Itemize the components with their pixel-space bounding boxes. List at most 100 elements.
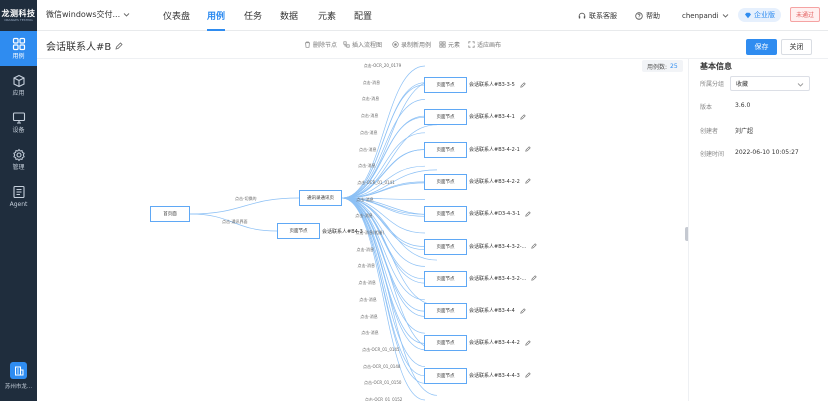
flow-node-page[interactable]: 页面节点 (424, 173, 467, 190)
leaf-case-name: 会话联系人#B3-4-2-2 (469, 178, 520, 185)
leaf-case-label[interactable]: 会话联系人#B3-4-2-2 (469, 178, 531, 185)
support-label: 联系客服 (589, 11, 617, 20)
help-label: 帮助 (646, 11, 660, 20)
edit-icon[interactable] (520, 307, 526, 314)
support-link[interactable]: 联系客服 (578, 0, 617, 31)
org-building-icon[interactable] (10, 362, 27, 379)
sidebar-item-manage[interactable]: 管理 (0, 142, 37, 177)
edit-icon[interactable] (525, 146, 531, 152)
sidebar-item-apps[interactable]: 应用 (0, 68, 37, 103)
edition-badge[interactable]: 企业版 (738, 8, 781, 22)
flow-node-page[interactable]: 页面节点 (424, 367, 467, 384)
edit-icon[interactable] (525, 178, 531, 185)
flow-edge (341, 197, 426, 284)
menu-cases[interactable]: 用例 (207, 0, 226, 31)
leaf-case-label[interactable]: 会话联系人#B3-4-3-2-... (469, 275, 538, 282)
leaf-case-label[interactable]: 会话联系人#B3-4-4-2 (469, 339, 531, 346)
leaf-case-label[interactable]: 会话联系人#B3-3-5 (469, 81, 526, 88)
flow-edge (341, 84, 425, 199)
flow-node-root[interactable]: 首页面 (150, 206, 190, 222)
mid-leaf-label[interactable]: 会话联系人#B4-3 (322, 229, 363, 235)
flow-edge (341, 197, 426, 384)
help-icon (635, 11, 643, 20)
group-label: 所属分组 (700, 81, 725, 88)
sidebar-item-cases[interactable]: 用例 (0, 31, 37, 66)
trash-icon (305, 41, 310, 48)
flow-edge (341, 116, 425, 199)
leaf-case-name: 会话联系人#B3-4-4 (469, 308, 515, 315)
delete-node-tool[interactable]: 删除节点 (304, 40, 337, 49)
edit-icon[interactable] (531, 243, 538, 249)
leaf-case-label[interactable]: 会话联系人#B3-4-4 (469, 307, 526, 314)
flow-canvas[interactable]: 用例数: 25 首页面 通讯录通讯页 页面节点 点击-切换的 点击-通讯界面 会… (37, 59, 688, 401)
leaf-case-label[interactable]: 会话联系人#B3-4-2-1 (469, 146, 531, 153)
flow-edge (341, 197, 425, 312)
chevron-down-icon (722, 14, 728, 18)
flow-node-page[interactable]: 页面节点 (424, 335, 467, 352)
grid-icon (12, 37, 25, 51)
sidebar-item-devices[interactable]: 设备 (0, 105, 37, 140)
flow-insert-icon (343, 41, 350, 48)
record-case-tool[interactable]: 录制新用例 (392, 40, 431, 49)
leaf-case-label[interactable]: 会话联系人#B3-4-3-2-... (469, 243, 538, 250)
menu-config[interactable]: 配置 (354, 12, 373, 22)
edit-icon[interactable] (531, 275, 538, 281)
tool-label: 删除节点 (313, 42, 338, 49)
flow-node-page[interactable]: 页面节点 (424, 141, 467, 158)
edge-label: 点击-消息 (360, 313, 378, 319)
edge-label: 点击-消息 (356, 196, 374, 202)
menu-dashboard[interactable]: 仪表盘 (163, 12, 191, 22)
flow-edge (341, 197, 426, 401)
org-name[interactable]: 苏州市龙... (4, 384, 33, 390)
leaf-case-label[interactable]: 会话联系人#B3-4-1 (469, 113, 526, 120)
edit-icon[interactable] (115, 41, 123, 50)
project-selector[interactable]: 微信windows交付... (46, 9, 130, 20)
edit-icon[interactable] (525, 211, 531, 217)
fit-canvas-tool[interactable]: 适应画布 (468, 40, 501, 49)
sidebar-item-label: 设备 (12, 127, 25, 134)
chevron-down-icon (123, 13, 130, 17)
leaf-case-name: 会话联系人#B3-4-2-1 (469, 146, 520, 153)
panel-collapse-handle[interactable] (685, 227, 688, 241)
flow-edge (341, 197, 426, 251)
edit-icon[interactable] (520, 81, 526, 88)
version-label: 版本 (700, 104, 713, 111)
edit-icon[interactable] (525, 340, 531, 346)
edge-label: 点击-OCR_01_0148 (363, 363, 401, 369)
edit-icon[interactable] (520, 114, 526, 120)
leaf-case-label[interactable]: 会话联系人#B3-4-4-3 (469, 372, 531, 379)
insert-flow-tool[interactable]: 插入流程图 (343, 40, 382, 49)
status-badge[interactable]: 未通过 (790, 7, 821, 22)
flow-node-contacts[interactable]: 通讯录通讯页 (299, 190, 342, 206)
version-value: 3.6.0 (735, 102, 751, 109)
case-count-badge: 用例数: 25 (642, 60, 683, 72)
flow-edge (341, 79, 438, 199)
close-button[interactable]: 关闭 (781, 39, 812, 55)
flow-node-page[interactable]: 页面节点 (424, 109, 467, 126)
flow-edge (341, 197, 425, 215)
monitor-icon (12, 112, 25, 124)
edge-label: 点击-消息 (360, 129, 378, 135)
edge-label: 点击-消息 (358, 163, 376, 169)
flow-node-page[interactable]: 页面节点 (424, 77, 467, 93)
help-link[interactable]: 帮助 (635, 0, 660, 31)
flow-node-page[interactable]: 页面节点 (277, 223, 320, 239)
save-button[interactable]: 保存 (746, 39, 777, 55)
leaf-case-name: 会话联系人#B3-4-4-2 (469, 340, 520, 347)
flow-edge (341, 149, 425, 199)
created-value: 2022-06-10 10:05:27 (735, 149, 799, 156)
menu-elements[interactable]: 元素 (318, 12, 337, 22)
menu-data[interactable]: 数据 (280, 12, 299, 22)
menu-tasks[interactable]: 任务 (244, 12, 263, 22)
list-icon (12, 185, 25, 199)
elements-tool[interactable]: 元素 (439, 40, 460, 49)
leaf-case-label[interactable]: 会话联系人#D3-4-3-1 (469, 210, 531, 217)
edit-icon[interactable] (525, 372, 531, 378)
flow-node-page[interactable]: 页面节点 (424, 270, 467, 287)
user-menu[interactable]: chenpandi (682, 0, 729, 31)
flow-node-page[interactable]: 页面节点 (424, 206, 467, 223)
flow-node-page[interactable]: 页面节点 (424, 238, 467, 255)
group-select[interactable]: 收藏 (730, 76, 810, 91)
flow-node-page[interactable]: 页面节点 (424, 303, 467, 320)
sidebar-item-agent[interactable]: Agent (0, 179, 37, 214)
